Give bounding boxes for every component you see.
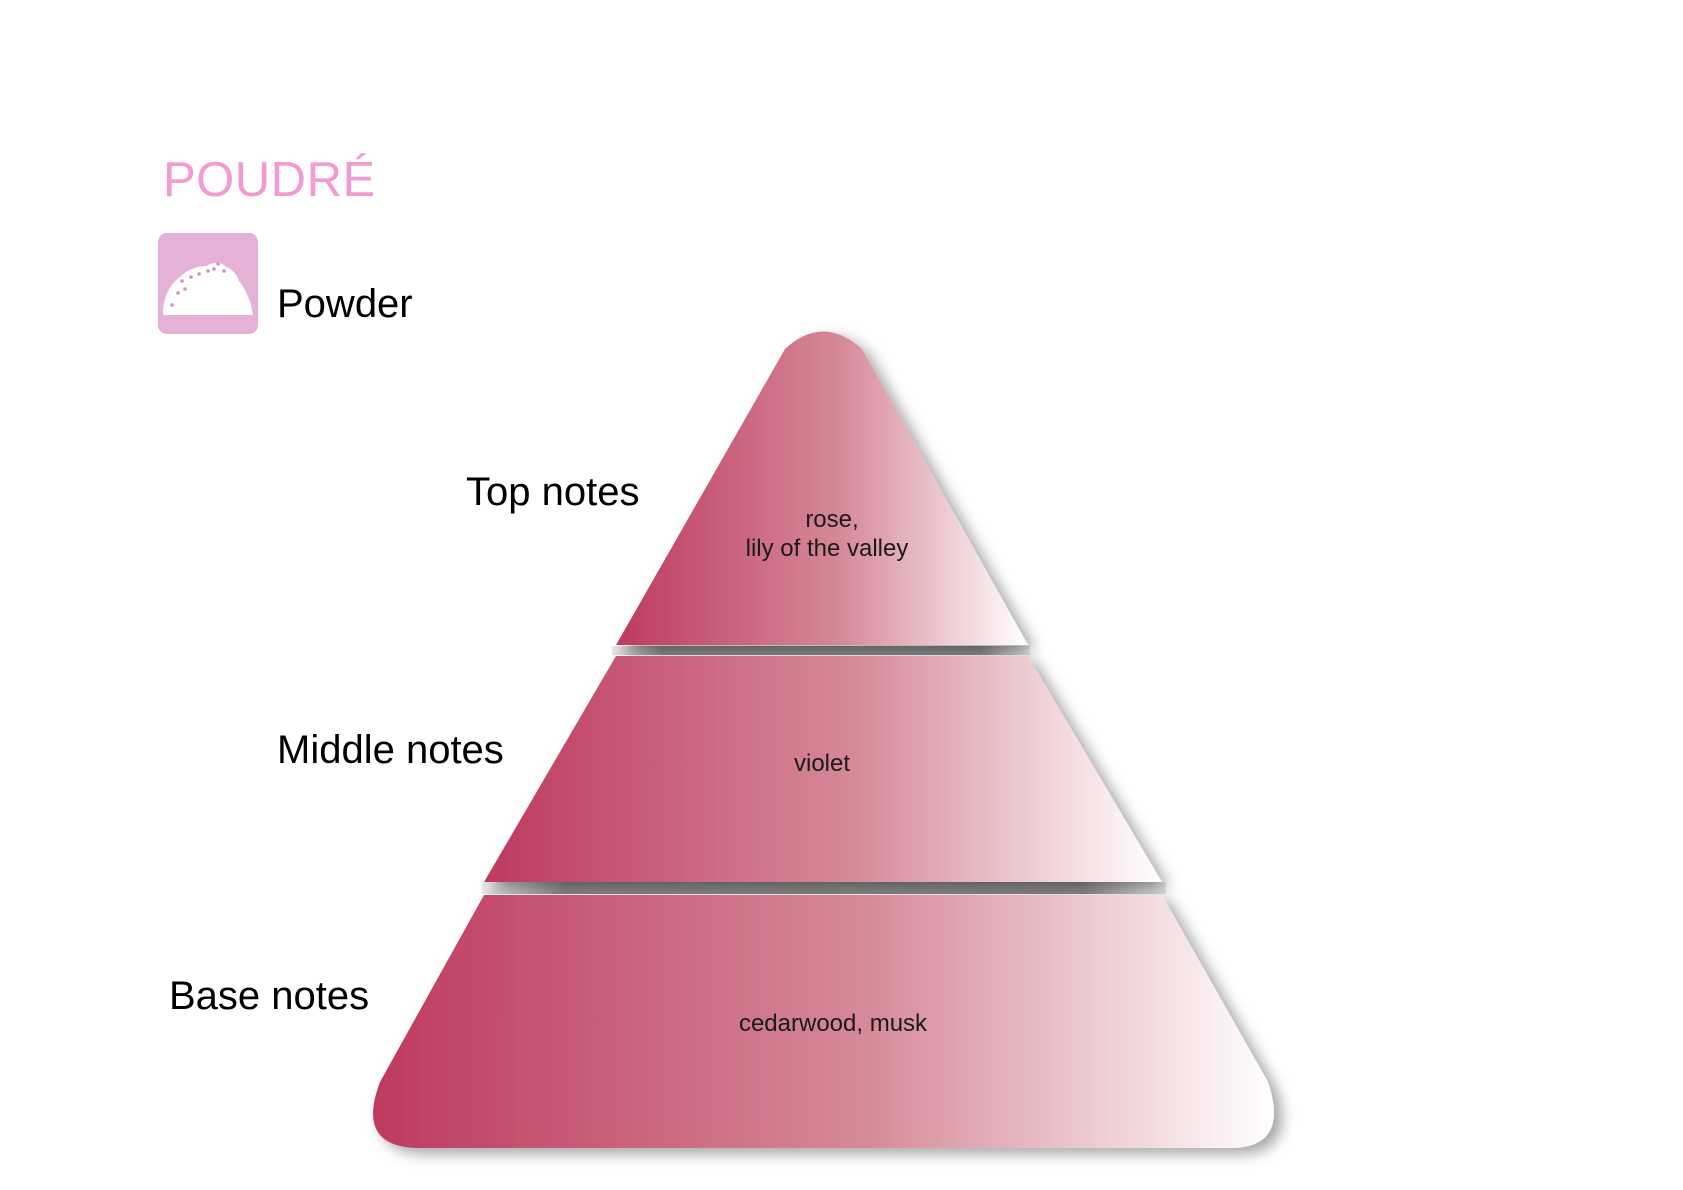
family-label: Powder	[277, 282, 413, 326]
middle-notes-tier	[484, 656, 1162, 882]
top-notes-text-2: lily of the valley	[746, 535, 909, 562]
page-title: POUDRÉ	[163, 153, 376, 207]
top-notes-text-1: rose,	[805, 506, 858, 533]
tier-separator	[482, 882, 1166, 894]
top-notes-tier	[616, 331, 1028, 645]
base-notes-tier	[373, 895, 1274, 1148]
middle-notes-text: violet	[794, 750, 850, 777]
tier-label-base: Base notes	[169, 974, 370, 1018]
base-notes-text: cedarwood, musk	[739, 1010, 928, 1037]
tier-label-middle: Middle notes	[277, 728, 504, 772]
tier-label-top: Top notes	[466, 470, 640, 514]
tier-separator	[612, 646, 1030, 655]
powder-icon	[158, 233, 258, 334]
